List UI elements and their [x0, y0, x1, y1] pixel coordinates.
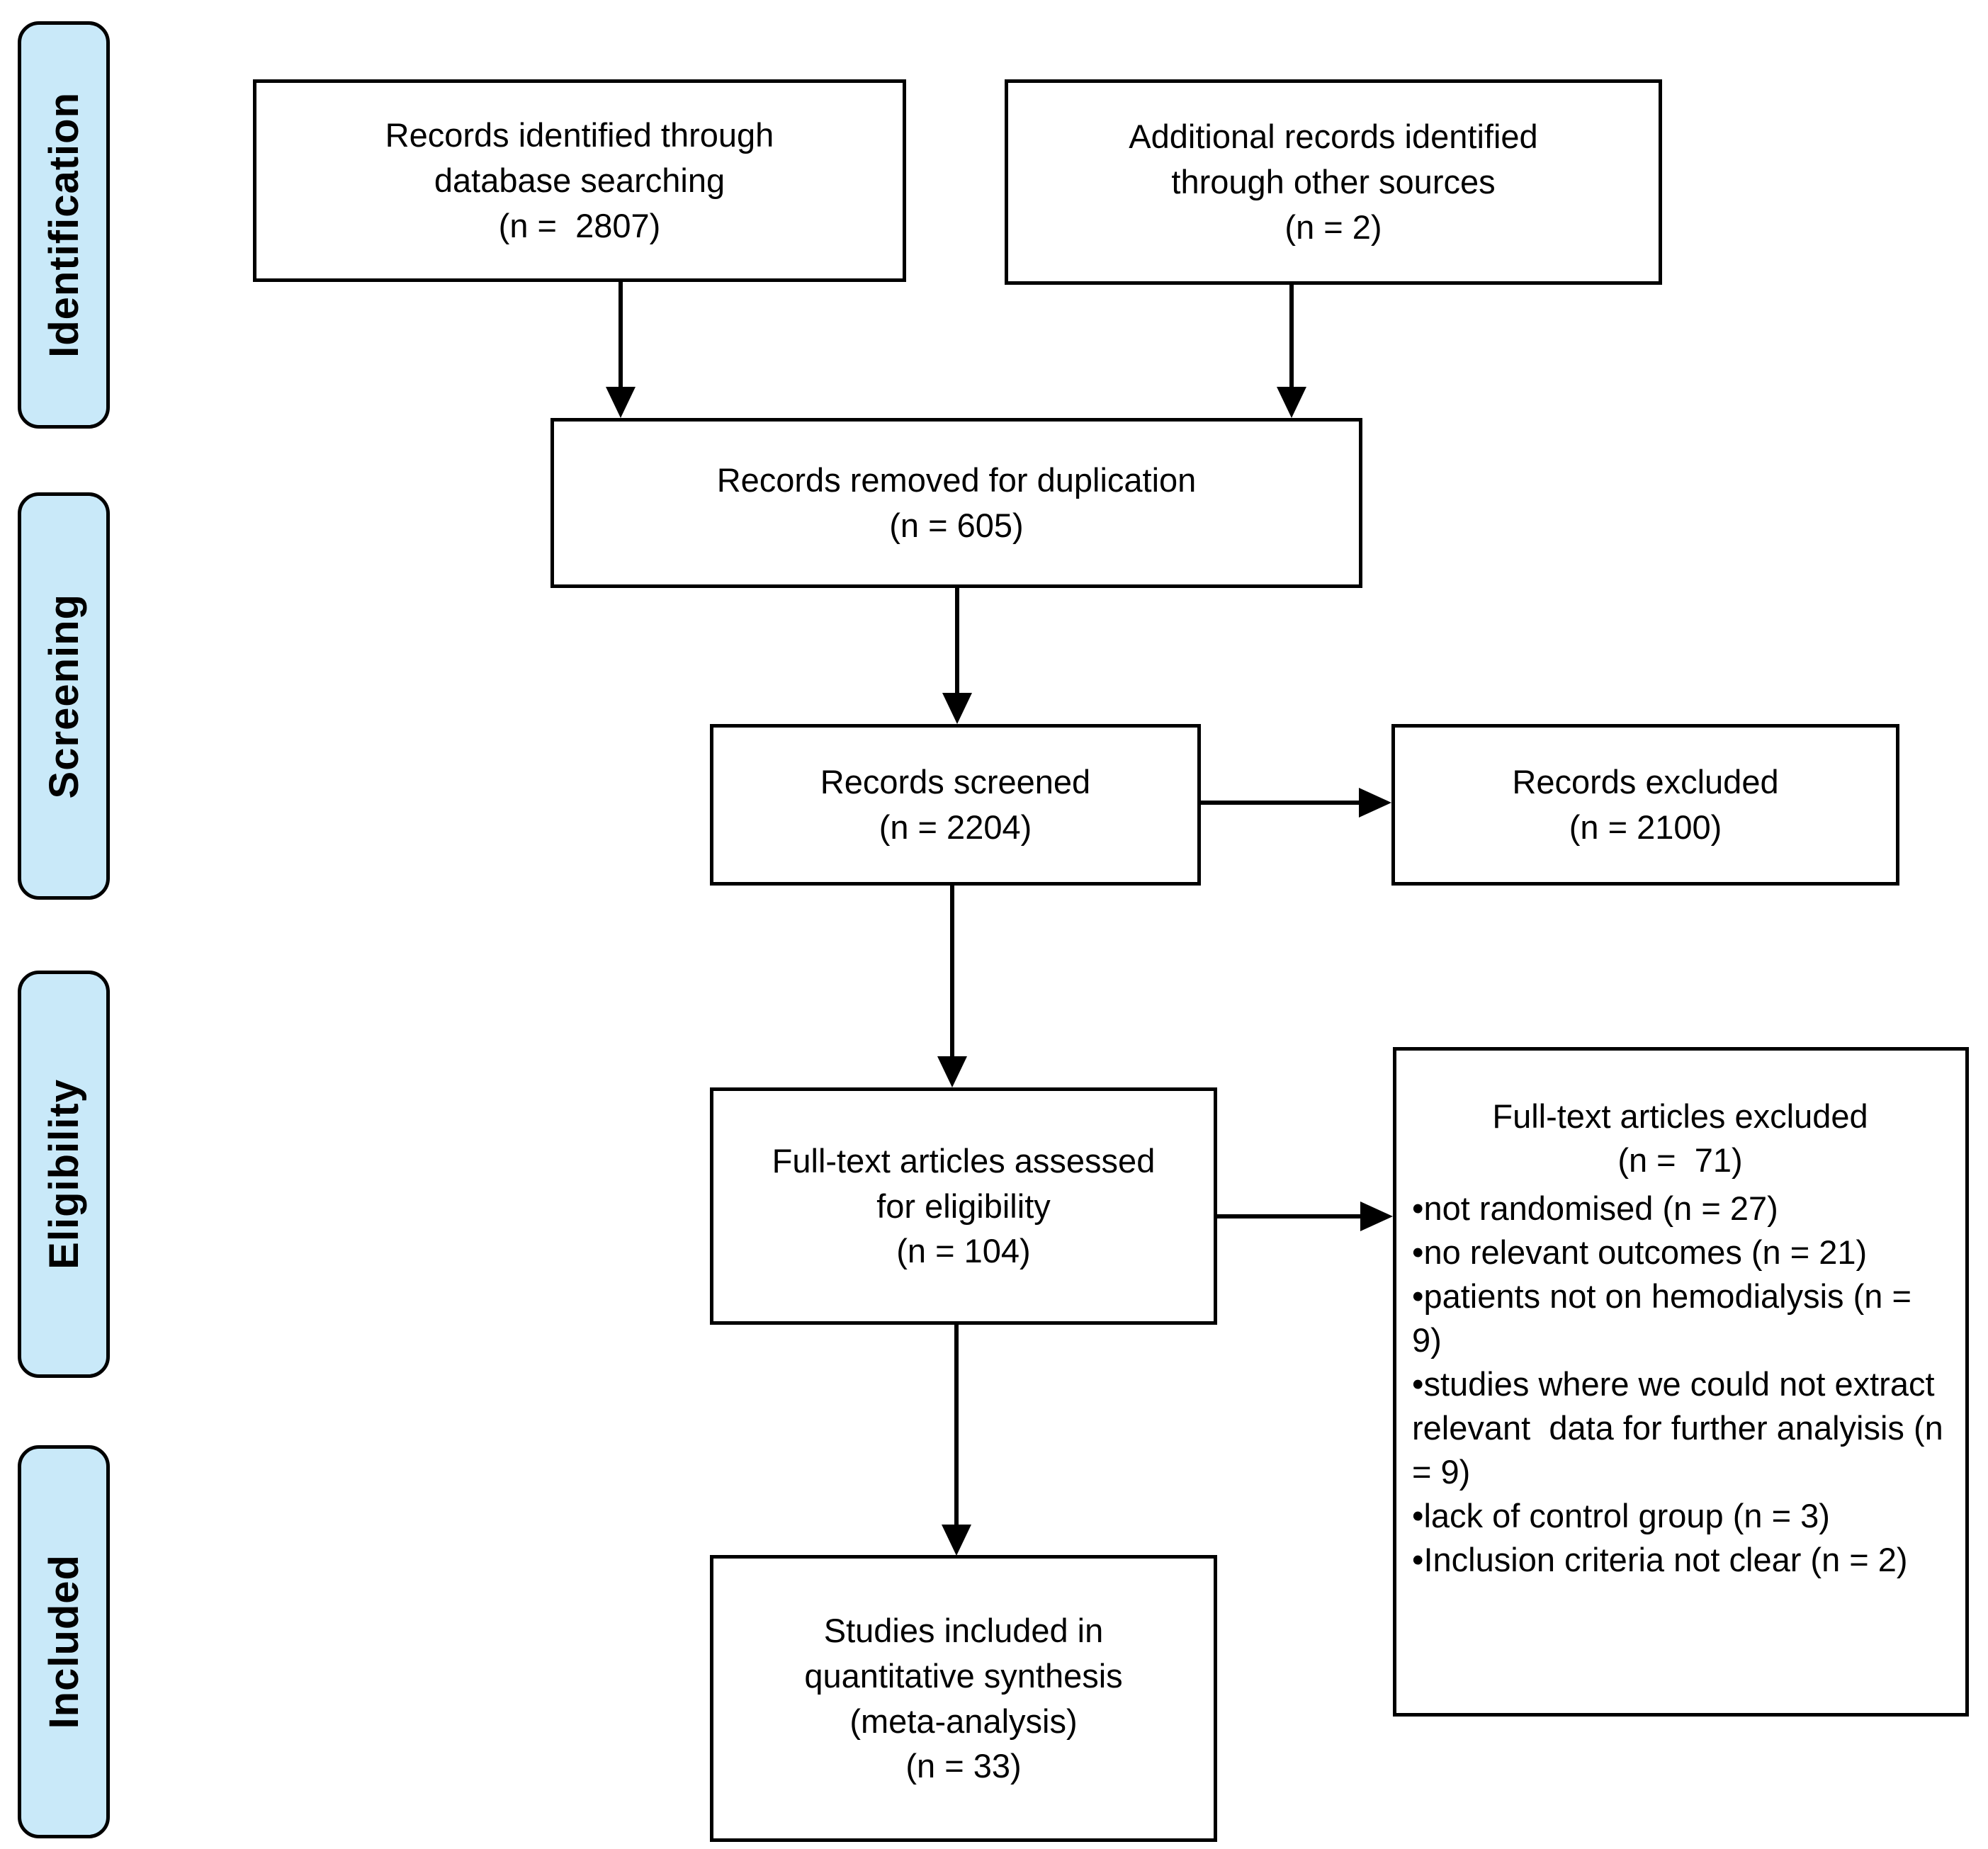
- exclusion-reason-item: •lack of control group (n = 3): [1412, 1494, 1948, 1538]
- box-records-excluded: Records excluded (n = 2100): [1391, 724, 1899, 886]
- box-records-excluded-text: Records excluded (n = 2100): [1512, 763, 1779, 846]
- exclusion-reason-item: •studies where we could not extract rele…: [1412, 1362, 1948, 1494]
- box-studies-included: Studies included in quantitative synthes…: [710, 1555, 1217, 1842]
- exclusion-reason-text: lack of control group (n = 3): [1423, 1497, 1830, 1535]
- stage-included-label: Included: [40, 1554, 87, 1729]
- arrow-head-down-icon: [942, 1525, 971, 1556]
- fulltext-excluded-count: (n = 71): [1617, 1141, 1743, 1180]
- box-fulltext-excluded: Full-text articles excluded (n = 71) •no…: [1393, 1047, 1969, 1717]
- box-duplicates-removed-text: Records removed for duplication (n = 605…: [716, 461, 1197, 544]
- arrow-line: [955, 588, 959, 693]
- fulltext-excluded-title: Full-text articles excluded: [1492, 1097, 1868, 1135]
- bullet-icon: •: [1412, 1497, 1424, 1535]
- arrow-line: [1289, 285, 1294, 387]
- bullet-icon: •: [1412, 1541, 1424, 1579]
- exclusion-reason-text: Inclusion criteria not clear (n = 2): [1423, 1541, 1908, 1579]
- stage-identification: Identification: [18, 21, 110, 429]
- box-studies-included-text: Studies included in quantitative synthes…: [804, 1611, 1123, 1785]
- arrow-head-down-icon: [606, 387, 636, 418]
- fulltext-excluded-reasons: •not randomised (n = 27) •no relevant ou…: [1412, 1187, 1948, 1582]
- stage-screening: Screening: [18, 492, 110, 900]
- box-fulltext-assessed-text: Full-text articles assessed for eligibil…: [772, 1141, 1156, 1270]
- exclusion-reason-text: no relevant outcomes (n = 21): [1423, 1233, 1868, 1272]
- stage-eligibility-label: Eligibility: [40, 1079, 87, 1270]
- arrow-line: [950, 886, 954, 1056]
- arrow-line: [1201, 801, 1359, 805]
- exclusion-reason-text: studies where we could not extract relev…: [1412, 1365, 1953, 1491]
- box-records-screened-text: Records screened (n = 2204): [820, 763, 1091, 846]
- arrow-line: [954, 1325, 959, 1525]
- exclusion-reason-text: patients not on hemodialysis (n = 9): [1412, 1277, 1921, 1359]
- box-fulltext-excluded-content: Full-text articles excluded (n = 71) •no…: [1396, 1051, 1965, 1596]
- bullet-icon: •: [1412, 1277, 1424, 1316]
- stage-screening-label: Screening: [40, 593, 87, 799]
- arrow-head-down-icon: [937, 1056, 967, 1087]
- bullet-icon: •: [1412, 1189, 1424, 1228]
- exclusion-reason-item: •no relevant outcomes (n = 21): [1412, 1231, 1948, 1274]
- box-fulltext-assessed: Full-text articles assessed for eligibil…: [710, 1087, 1217, 1325]
- bullet-icon: •: [1412, 1233, 1424, 1272]
- bullet-icon: •: [1412, 1365, 1424, 1403]
- stage-identification-label: Identification: [40, 92, 87, 358]
- arrow-head-right-icon: [1360, 1201, 1393, 1231]
- box-records-identified: Records identified through database sear…: [253, 79, 906, 282]
- box-duplicates-removed: Records removed for duplication (n = 605…: [550, 418, 1362, 588]
- box-additional-records-text: Additional records identified through ot…: [1129, 118, 1538, 246]
- stage-eligibility: Eligibility: [18, 971, 110, 1378]
- arrow-line: [1217, 1214, 1360, 1218]
- arrow-head-right-icon: [1359, 788, 1391, 818]
- box-additional-records: Additional records identified through ot…: [1005, 79, 1662, 285]
- exclusion-reason-item: •Inclusion criteria not clear (n = 2): [1412, 1538, 1948, 1582]
- stage-included: Included: [18, 1445, 110, 1838]
- box-records-screened: Records screened (n = 2204): [710, 724, 1201, 886]
- exclusion-reason-item: •patients not on hemodialysis (n = 9): [1412, 1274, 1948, 1362]
- arrow-head-down-icon: [942, 693, 972, 724]
- exclusion-reason-item: •not randomised (n = 27): [1412, 1187, 1948, 1231]
- arrow-line: [619, 282, 623, 387]
- exclusion-reason-text: not randomised (n = 27): [1423, 1189, 1778, 1228]
- box-records-identified-text: Records identified through database sear…: [385, 116, 774, 244]
- arrow-head-down-icon: [1277, 387, 1306, 418]
